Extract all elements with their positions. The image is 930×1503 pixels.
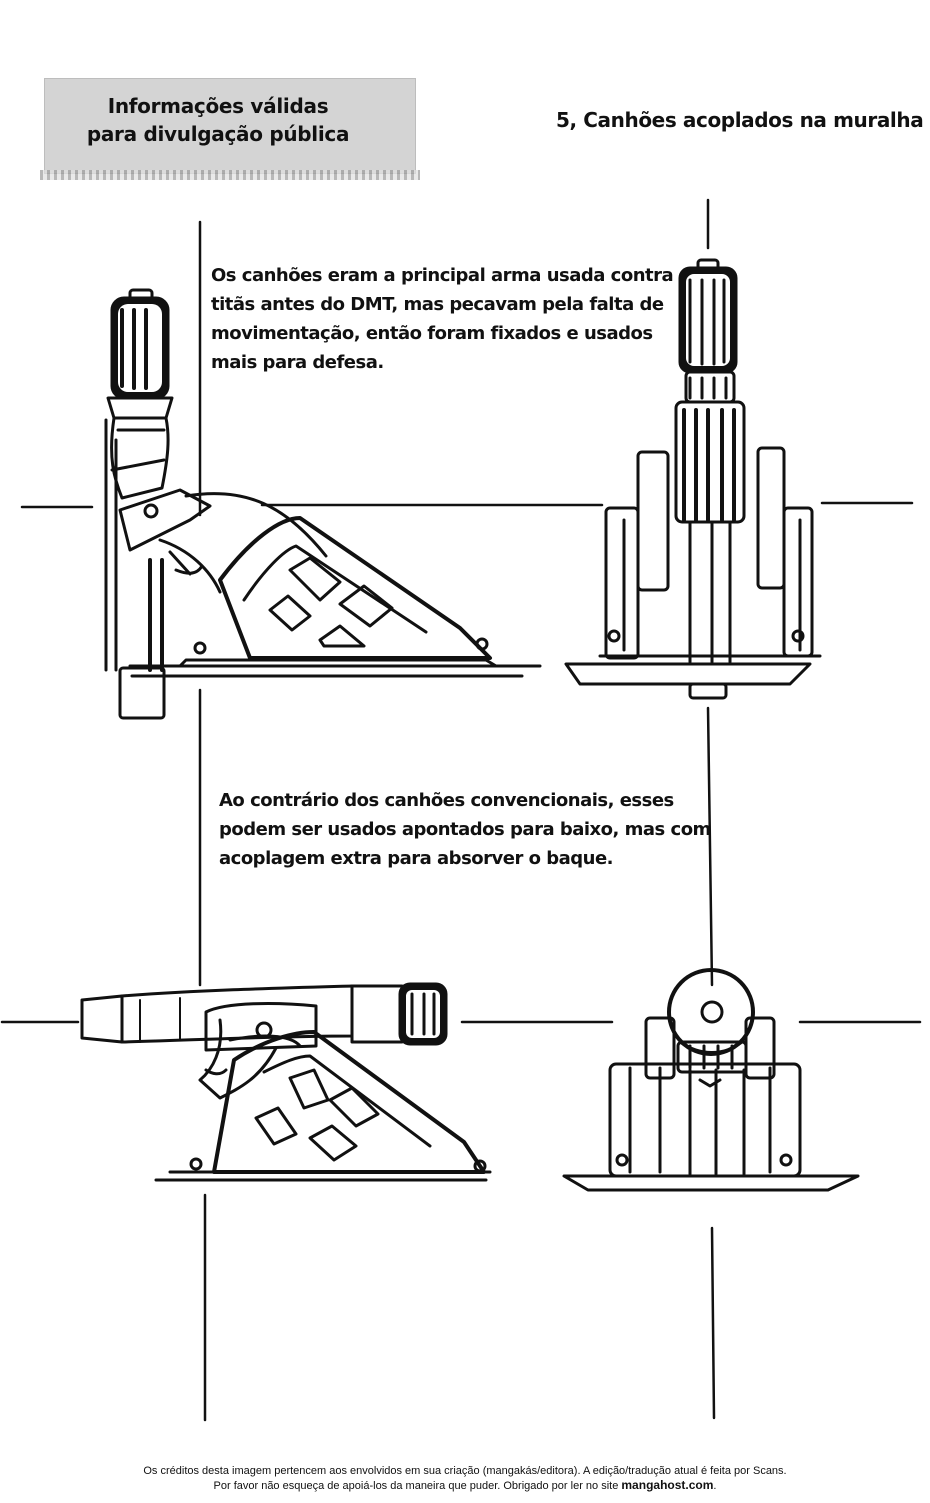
guide-lines (0, 198, 922, 1422)
note-bottom-line: acoplagem extra para absorver o baque. (219, 848, 614, 869)
cannon-side-horizontal (80, 982, 492, 1182)
cannon-side-upright (104, 288, 542, 720)
credits-line-2-end: . (713, 1480, 717, 1492)
note-top-line: mais para defesa. (211, 352, 384, 373)
credits-line-2-text: Por favor não esqueça de apoiá-los da ma… (213, 1480, 622, 1492)
note-bottom-line: podem ser usados apontados para baixo, m… (219, 819, 711, 840)
credits-footer: Os créditos desta imagem pertencem aos e… (0, 1464, 930, 1493)
note-bottom-line: Ao contrário dos canhões convencionais, … (219, 790, 674, 811)
note-top: Os canhões eram a principal arma usada c… (211, 261, 674, 377)
cannon-front-upright (564, 258, 822, 700)
note-top-line: movimentação, então foram fixados e usad… (211, 323, 653, 344)
credits-line-1: Os créditos desta imagem pertencem aos e… (143, 1465, 787, 1477)
note-bottom: Ao contrário dos canhões convencionais, … (219, 786, 711, 873)
label-line-2: para divulgação pública (86, 122, 350, 146)
note-top-line: Os canhões eram a principal arma usada c… (211, 265, 674, 286)
public-info-label: Informações válidas para divulgação públ… (40, 78, 420, 180)
label-line-1: Informações válidas (107, 94, 329, 118)
section-title: 5, Canhões acoplados na muralha (556, 108, 924, 132)
cannon-front-horizontal (562, 968, 860, 1192)
note-top-line: titãs antes do DMT, mas pecavam pela fal… (211, 294, 664, 315)
site-link[interactable]: mangahost.com (621, 1478, 714, 1492)
credits-line-2: Por favor não esqueça de apoiá-los da ma… (0, 1478, 930, 1493)
